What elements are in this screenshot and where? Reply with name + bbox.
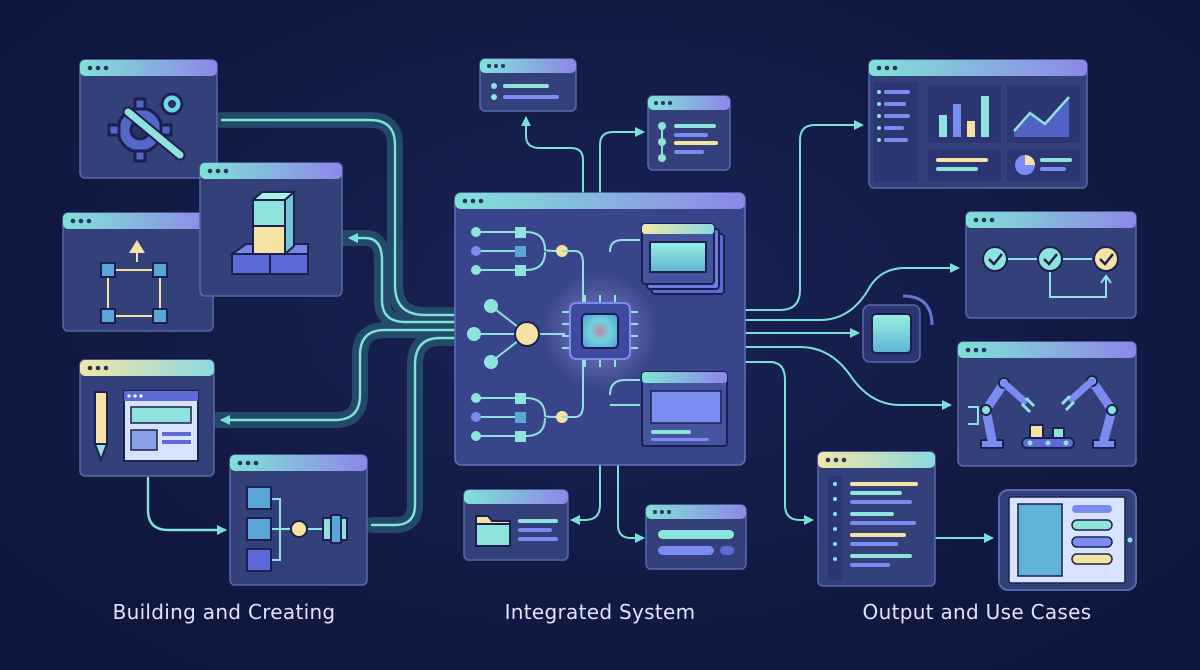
bottom-screen-icon [641,371,728,447]
list-panel-card[interactable] [479,58,577,112]
dashboard-chart-icon [928,85,1080,181]
code-list-icon [828,476,918,580]
center-connectors [521,116,645,543]
robot-arms-icon [968,375,1118,449]
central-processor-chip-icon [542,250,658,418]
device-tile-card[interactable] [862,294,934,363]
output-connectors [744,120,994,543]
hub-network-icon [467,299,565,369]
integrated-system-panel [454,192,746,466]
caption-integrated-system: Integrated System [504,600,696,624]
stacked-cubes-icon [228,189,309,275]
top-node-tree-icon [476,231,563,271]
node-graph-icon [100,240,168,324]
robot-arms-card[interactable] [957,341,1137,467]
stacked-cubes-card[interactable] [199,162,343,297]
gear-wrench-icon [107,92,186,163]
dashboard-card[interactable] [868,59,1088,189]
flowchart-icon [246,486,348,572]
wireframe-icon [123,390,199,462]
timeline-card[interactable] [647,95,731,171]
folder-card[interactable] [463,489,569,561]
flowchart-card[interactable] [229,454,368,586]
list-panel-icon [491,83,559,100]
progress-bars-icon [658,530,734,555]
pencil-wireframe-card[interactable] [79,359,215,477]
progress-bars-card[interactable] [645,504,747,570]
bottom-node-tree-icon [476,397,563,437]
stacked-screens-icon [609,223,725,406]
checkmark-workflow-icon [982,246,1119,298]
flow-bands [146,112,463,535]
caption-output-and-use-cases: Output and Use Cases [862,600,1092,624]
bottom-node-dots [471,393,568,442]
checkmark-workflow-card[interactable] [965,211,1137,319]
code-list-card[interactable] [817,451,936,587]
tablet-app-card[interactable] [998,489,1137,591]
sidebar-list-icon [873,82,918,182]
pencil-icon [93,391,109,463]
gear-wrench-card[interactable] [79,59,218,179]
node-graph-card[interactable] [62,212,214,332]
timeline-icon [658,122,718,162]
caption-building-and-creating: Building and Creating [112,600,336,624]
tablet-app-icon [1017,503,1113,577]
folder-icon [475,515,558,547]
